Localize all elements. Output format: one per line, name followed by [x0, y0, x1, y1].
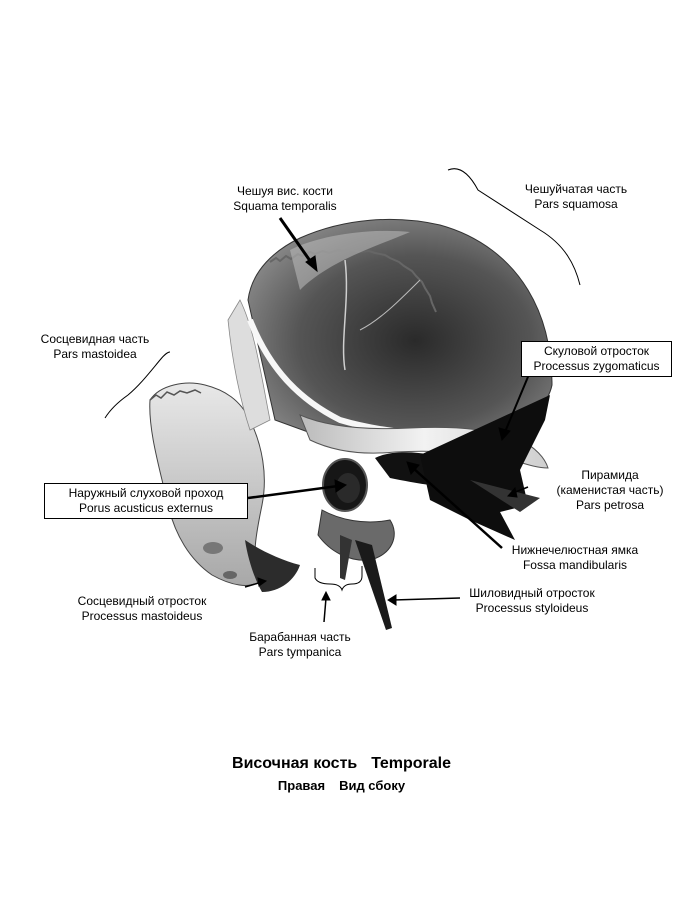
brace-pars-tympanica	[314, 566, 363, 592]
figure-subtitle-side: Правая	[277, 778, 326, 793]
label-fossa-lat: Fossa mandibularis	[522, 558, 628, 572]
label-mastoideus: Сосцевидный отросток Processus mastoideu…	[62, 594, 222, 624]
label-fossa: Нижнечелюстная ямка Fossa mandibularis	[505, 543, 645, 573]
label-pars-squamosa-lat: Pars squamosa	[534, 197, 618, 211]
label-pars-mastoidea: Сосцевидная часть Pars mastoidea	[25, 332, 165, 362]
label-zygomaticus-lat: Processus zygomaticus	[533, 359, 660, 373]
label-fossa-ru: Нижнечелюстная ямка	[511, 543, 639, 557]
tympanic-part-shape	[317, 509, 395, 561]
label-squama-ru: Чешуя вис. кости	[237, 184, 333, 198]
label-mastoideus-ru: Сосцевидный отросток	[77, 594, 207, 608]
label-piramida-ru2: (каменистая часть)	[556, 483, 664, 497]
label-mastoideus-lat: Processus mastoideus	[81, 609, 203, 623]
label-piramida-lat: Pars petrosa	[575, 498, 645, 512]
figure-subtitle: Правая Вид сбоку	[0, 778, 683, 793]
figure-title-lat: Temporale	[371, 755, 451, 772]
label-tympanica-ru: Барабанная часть	[249, 630, 351, 644]
label-porus-ru: Наружный слуховой проход	[68, 486, 224, 500]
label-styloideus-lat: Processus styloideus	[475, 601, 589, 615]
label-squama: Чешуя вис. кости Squama temporalis	[215, 184, 355, 214]
label-tympanica: Барабанная часть Pars tympanica	[230, 630, 370, 660]
label-zygomaticus-ru: Скуловой отросток	[543, 344, 650, 358]
label-tympanica-lat: Pars tympanica	[258, 645, 342, 659]
label-styloideus: Шиловидный отросток Processus styloideus	[452, 586, 612, 616]
label-pars-mastoidea-lat: Pars mastoidea	[53, 347, 137, 361]
label-pars-squamosa-ru: Чешуйчатая часть	[524, 182, 628, 196]
label-pars-mastoidea-ru: Сосцевидная часть	[40, 332, 150, 346]
label-pars-squamosa: Чешуйчатая часть Pars squamosa	[506, 182, 646, 212]
label-styloideus-ru: Шиловидный отросток	[469, 586, 595, 600]
label-piramida: Пирамида (каменистая часть) Pars petrosa	[545, 468, 675, 513]
styloid-process-shape	[355, 540, 392, 630]
label-squama-lat: Squama temporalis	[233, 199, 337, 213]
figure-title-ru: Височная кость	[232, 755, 358, 772]
brace-pars-squamosa	[447, 168, 581, 286]
brace-pars-mastoidea	[104, 351, 171, 419]
label-porus-lat: Porus acusticus externus	[78, 501, 214, 515]
figure-subtitle-view: Вид сбоку	[339, 778, 406, 793]
label-piramida-ru: Пирамида	[581, 468, 639, 482]
label-zygomaticus: Скуловой отросток Processus zygomaticus	[521, 341, 672, 377]
label-porus: Наружный слуховой проход Porus acusticus…	[44, 483, 248, 519]
figure-title: Височная кость Temporale	[0, 755, 683, 773]
